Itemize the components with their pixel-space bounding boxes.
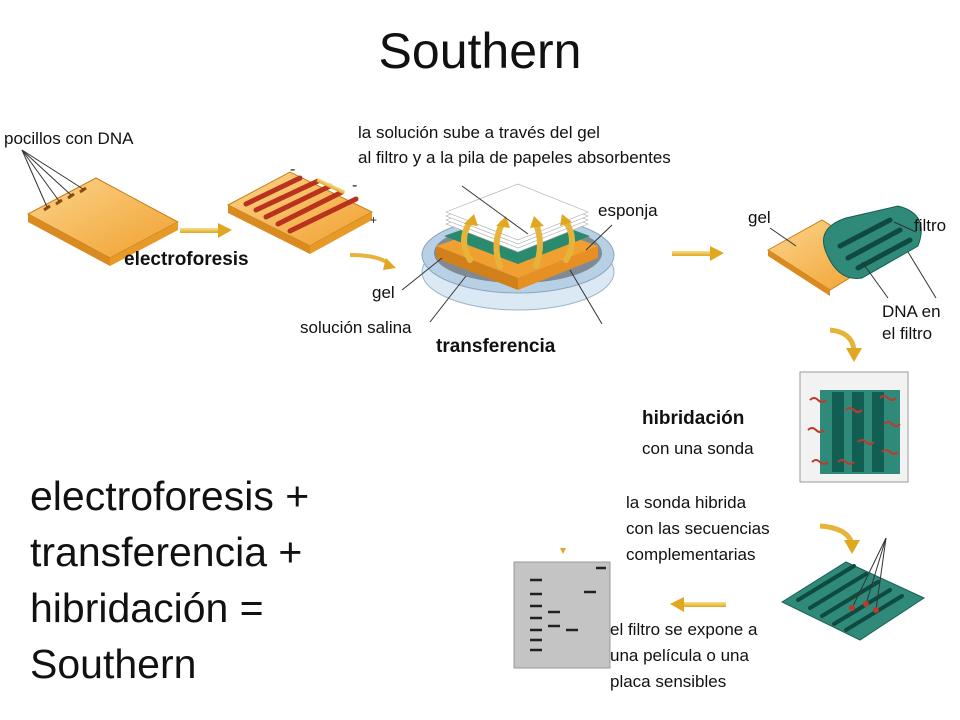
sponge-label: esponja [598,201,658,220]
summary-equation: electroforesis + transferencia + hibrida… [30,473,310,687]
transfer-apparatus [421,183,615,311]
probed-filter [780,537,926,641]
expose-label-3: placa sensibles [610,672,727,691]
arrow-to-film [670,597,726,612]
gel-minus-2: - [352,177,357,194]
solution-rises-label-2: al filtro y a la pila de papeles absorbe… [358,148,671,167]
gel-minus-1: - [290,161,295,178]
filter-gel-label: gel [748,208,771,227]
gel-with-wells [26,177,180,266]
probe-hybridizes-label-1: la sonda hibrida [626,493,747,512]
saline-solution-label: solución salina [300,318,412,337]
page-title: Southern [378,23,582,79]
hybridization-bag [799,371,909,483]
expose-label-2: una película o una [610,646,749,665]
probe-hybridizes-label-2: con las secuencias [626,519,770,538]
expose-label-1: el filtro se expone a [610,620,758,639]
transfer-gel-label: gel [372,283,395,302]
arrow-to-probe-filter [819,523,860,554]
dna-on-filter-label-1: DNA en [882,302,941,321]
filter-pointer-lines [769,221,937,299]
transfer-pointer-lines [401,185,613,325]
current-arrows [316,177,396,270]
probe-label: con una sonda [642,439,754,458]
autoradiography-film [513,548,611,669]
electrophoresis-gel [226,171,374,254]
solution-rises-label-1: la solución sube a través del gel [358,123,600,142]
arrow-to-filter [672,246,724,261]
gel-and-filter [767,205,922,296]
wells-label: pocillos con DNA [4,129,134,148]
gel-plus: + [370,213,377,227]
arrow-to-hybridization [829,327,862,362]
probe-hybridizes-label-3: complementarias [626,545,756,564]
dna-on-filter-label-2: el filtro [882,324,933,343]
transfer-label: transferencia [436,336,556,357]
hybridization-label: hibridación [642,408,745,429]
electrophoresis-label: electroforesis [124,249,249,270]
arrow-to-electrophoresis [180,223,232,238]
well-pointer-lines [21,149,84,208]
filter-label: filtro [914,216,947,235]
